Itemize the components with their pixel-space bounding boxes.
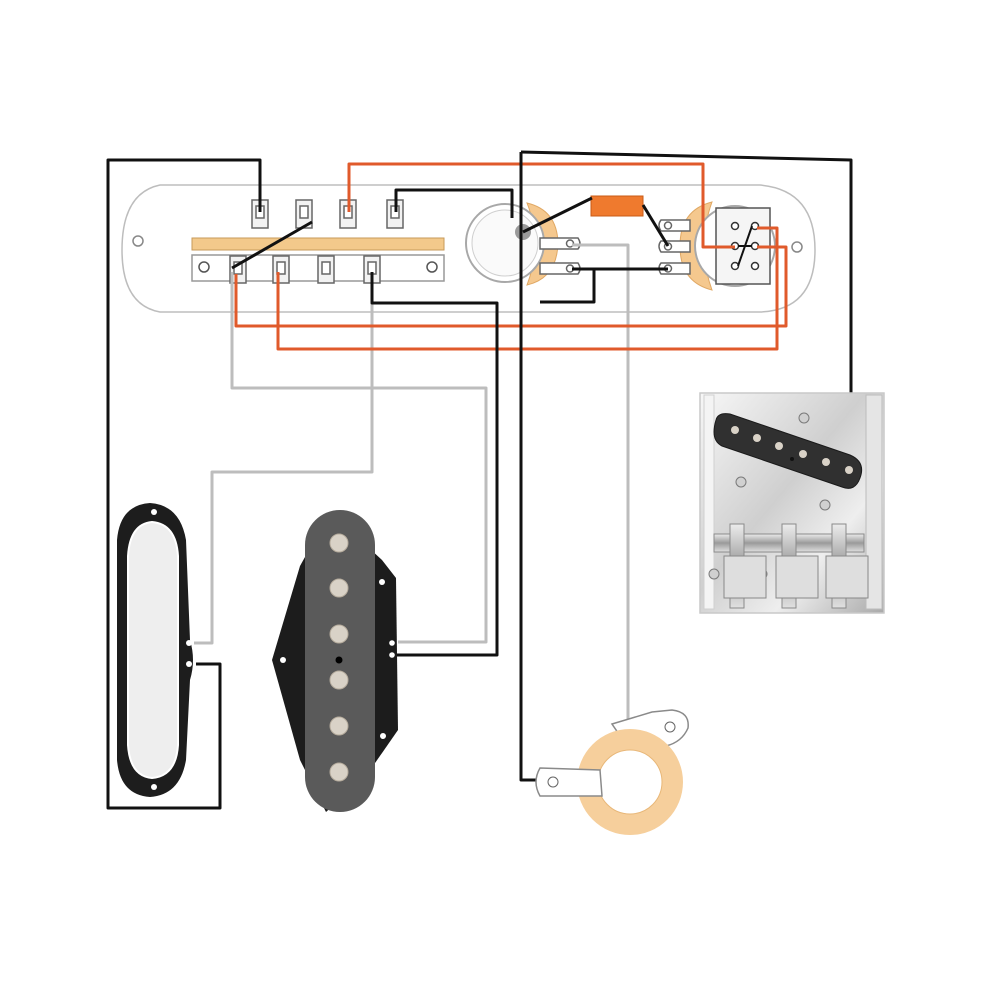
tone-capacitor-icon — [590, 195, 644, 217]
ground-wires — [106, 150, 853, 810]
screw-hole-right-icon — [791, 241, 803, 253]
screw-hole-left-icon — [132, 235, 144, 247]
switch-screw-left-icon — [198, 261, 210, 273]
bridge-pickup-pole-pieces — [329, 533, 349, 782]
bridge-plate-pole-pieces — [731, 426, 853, 474]
hot-wires — [234, 162, 788, 351]
bridge-saddles — [713, 523, 869, 609]
switch-bar — [191, 237, 445, 251]
tone-pot-lugs — [658, 219, 691, 275]
switch-screw-right-icon — [426, 261, 438, 273]
bridge-plate-with-pickup-icon — [699, 392, 885, 614]
neck-pickup-icon — [117, 503, 193, 797]
bridge-pickup-icon — [272, 510, 398, 812]
output-jack-icon — [535, 709, 689, 835]
signal-wires — [194, 243, 630, 740]
